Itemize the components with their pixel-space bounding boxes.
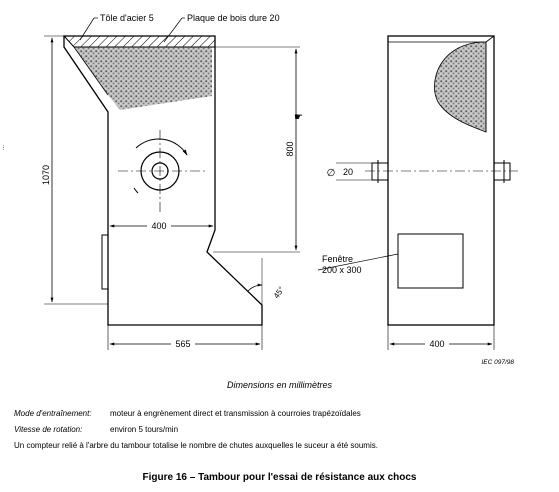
hardwood-plate-label: Plaque de bois dure 20 [187,13,280,23]
hardwood-plate-section [74,47,212,110]
shaft-right-stub [493,162,511,181]
drum-drawing: ... 800 ☛ 1070 4 [0,13,518,366]
steel-sheet-section [62,35,216,48]
figure-title: Figure 16 – Tambour pour l'essai de rési… [142,472,417,483]
drive-value: moteur à engrènement direct et transmiss… [110,409,361,418]
speed-label: Vitesse de rotation: [14,425,83,434]
drum-hub-outer [140,151,180,191]
dim-20: 20 [343,167,353,177]
counter-note: Un compteur relié à l'arbre du tambour t… [14,441,378,450]
drum-hub-inner [151,162,169,180]
svg-text:...: ... [0,145,6,150]
units-caption: Dimensions en millimètres [226,380,333,390]
speed-value: environ 5 tours/min [110,425,179,434]
speed-note: Vitesse de rotation: environ 5 tours/min [14,425,178,434]
dim-800: 800 [285,141,295,156]
front-side-window [101,234,109,290]
rotation-arrow [135,138,188,156]
steel-sheet-label: Tôle d'acier 5 [100,13,154,23]
side-view: ∅ 20 Fenêtre 200 x 300 400 IEC 097/98 [317,35,518,366]
side-wood-section [434,41,487,133]
drive-label: Mode d'entraînement: [14,409,92,418]
front-view: 800 ☛ 1070 400 565 45° Tôle d'acier 5 Pl… [41,13,303,350]
window-label-2: 200 x 300 [322,265,362,275]
side-window [397,233,464,289]
iec-reference: IEC 097/98 [481,359,514,366]
dim-565: 565 [175,339,190,349]
window-label-1: Fenêtre [322,254,353,264]
dim-400-inner: 400 [151,221,166,231]
shaft-left-stub [371,162,389,181]
dim-1070: 1070 [41,165,51,185]
diameter-icon: ∅ [327,168,336,179]
side-mark: ... [0,145,6,150]
hand-icon: ☛ [294,112,303,123]
dim-45: 45° [272,285,286,300]
drum-body-outline [63,35,263,326]
drive-note: Mode d'entraînement: moteur à engrènement… [14,409,361,418]
dim-400-side: 400 [429,339,444,349]
